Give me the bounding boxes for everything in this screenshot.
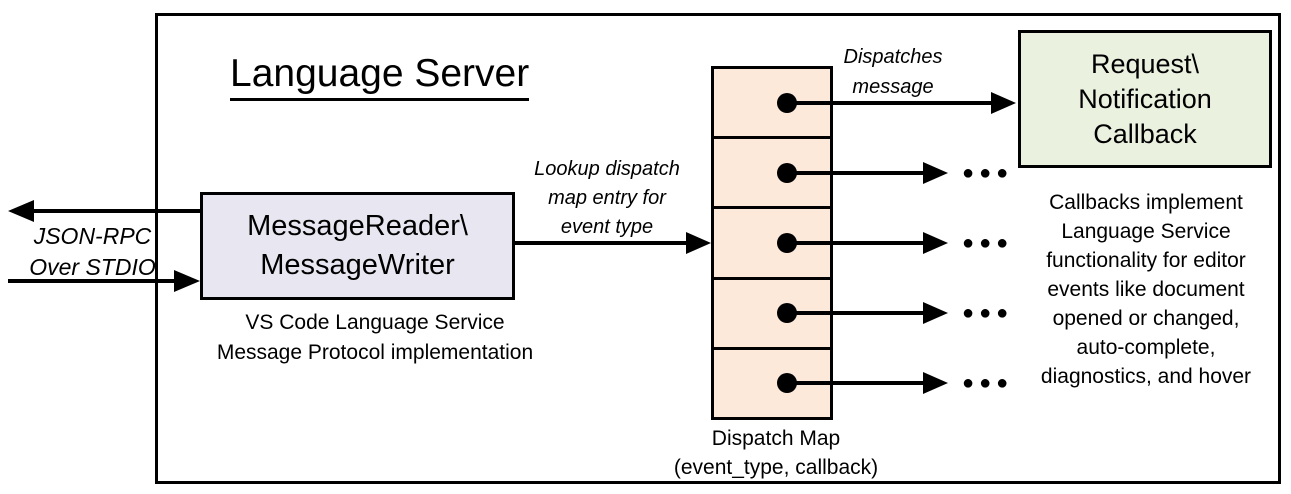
json-rpc-stdio-label: JSON-RPC Over STDIO	[29, 223, 156, 280]
dispatch-map-cell-1	[714, 69, 830, 140]
language-server-boundary-box	[155, 13, 1281, 484]
diagram-title: Language Server	[230, 52, 530, 101]
lookup-dispatch-label: Lookup dispatch map entry for event type	[534, 158, 680, 238]
ellipsis-row-3: ●●●	[962, 231, 1014, 254]
arrowhead-left-icon	[8, 200, 34, 222]
ellipsis-row-2: ●●●	[962, 161, 1014, 184]
dispatches-message-label: Dispatches message	[843, 46, 943, 98]
dispatch-map-caption: Dispatch Map (event_type, callback)	[673, 427, 879, 479]
ellipsis-row-5: ●●●	[962, 371, 1014, 394]
ellipsis-row-4: ●●●	[962, 301, 1014, 324]
request-notification-callback-box: Request\ Notification Callback	[1018, 30, 1272, 168]
message-reader-writer-label: MessageReader\ MessageWriter	[247, 210, 468, 281]
request-notification-callback-label: Request\ Notification Callback	[1078, 48, 1212, 149]
dispatch-map-cell-5	[714, 350, 830, 417]
message-reader-writer-box: MessageReader\ MessageWriter	[200, 192, 515, 300]
dispatch-map-cell-2	[714, 139, 830, 210]
dispatch-map-cell-3	[714, 209, 830, 280]
dispatch-map-box	[711, 66, 833, 420]
reader-caption: VS Code Language Service Message Protoco…	[216, 311, 534, 364]
diagram-title-wrap: Language Server	[230, 52, 530, 101]
callbacks-note: Callbacks implement Language Service fun…	[1040, 191, 1252, 388]
dispatch-map-cell-4	[714, 280, 830, 350]
